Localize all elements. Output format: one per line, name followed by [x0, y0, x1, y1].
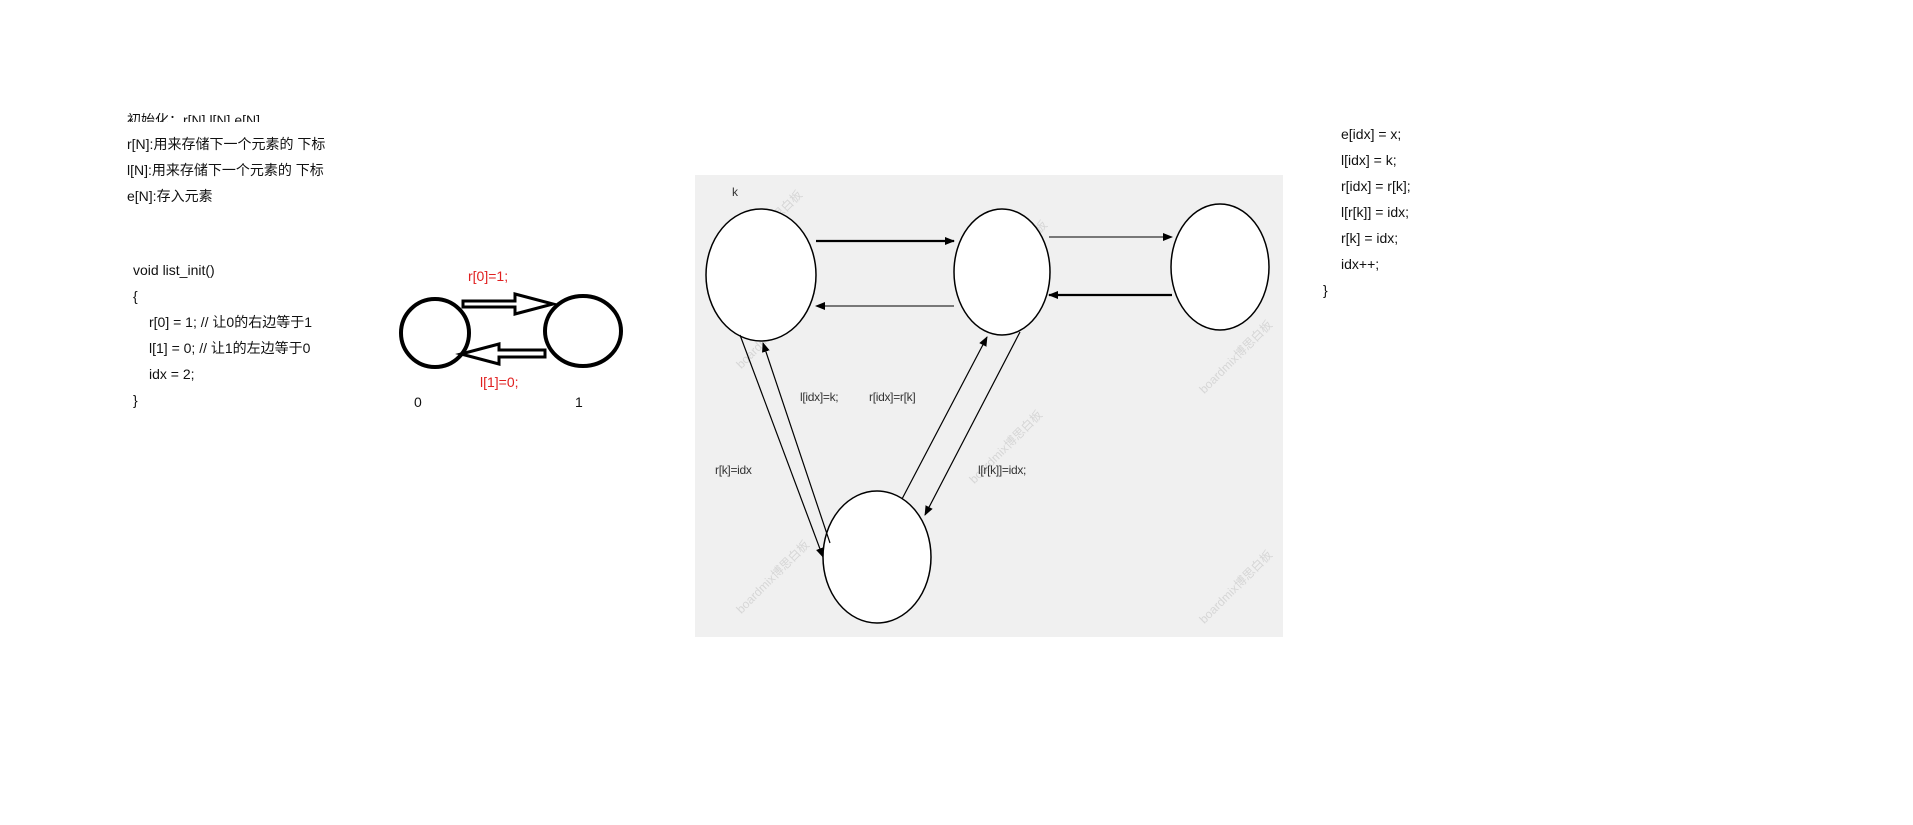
- r0-label: r[0]=1;: [468, 268, 509, 284]
- node-far-circle: [1170, 203, 1270, 331]
- code-insert-idx: idx++;: [1341, 256, 1380, 272]
- node-1-index: 1: [575, 394, 583, 410]
- lrk-label: l[r[k]]=idx;: [978, 463, 1027, 477]
- code-open-brace: {: [133, 288, 138, 304]
- node-idx-circle: [822, 490, 932, 624]
- r-idx-label: r[idx]=r[k]: [869, 390, 916, 404]
- note-e-array: e[N]:存入元素: [127, 188, 213, 204]
- code-close-brace: }: [133, 392, 138, 408]
- node-1-circle: [543, 294, 623, 368]
- rk-label: r[k]=idx: [715, 463, 752, 477]
- note-init-arrays: 初始化：r[N],l[N],e[N]: [127, 112, 261, 122]
- code-insert-rk: r[k] = idx;: [1341, 230, 1399, 246]
- node-rk-circle: [953, 208, 1051, 336]
- insert-diagram: [705, 203, 1270, 624]
- arrow-idx-to-rk: [901, 336, 988, 500]
- node-0-index: 0: [414, 394, 422, 410]
- note-l-array: l[N]:用来存储下一个元素的 下标: [127, 162, 324, 178]
- right-arrow: [461, 292, 559, 316]
- arrow-k-to-idx: [739, 334, 824, 558]
- node-0-circle: [399, 297, 471, 369]
- code-line-r0: r[0] = 1; // 让0的右边等于1: [149, 314, 312, 330]
- node-k-circle: [705, 208, 817, 342]
- l-idx-label: l[idx]=k;: [800, 390, 839, 404]
- code-insert-close: }: [1323, 282, 1328, 298]
- code-signature: void list_init(): [133, 262, 215, 278]
- insert-diagram-panel: boardmix博思白板 boardmix博思白板 boardmix博思白板 b…: [695, 175, 1283, 637]
- code-insert-r: r[idx] = r[k];: [1341, 178, 1411, 194]
- code-insert-lrk: l[r[k]] = idx;: [1341, 204, 1410, 220]
- init-diagram: [399, 292, 623, 369]
- note-r-array: r[N]:用来存储下一个元素的 下标: [127, 136, 326, 152]
- code-line-l1: l[1] = 0; // 让1的左边等于0: [149, 340, 311, 356]
- code-line-idx: idx = 2;: [149, 366, 195, 382]
- k-label: k: [732, 185, 738, 199]
- l1-label: l[1]=0;: [480, 374, 519, 390]
- arrow-rk-to-idx: [924, 331, 1021, 516]
- arrow-idx-to-k: [762, 342, 831, 544]
- left-arrow: [455, 342, 547, 366]
- code-insert-e: e[idx] = x;: [1341, 126, 1402, 142]
- code-insert-l: l[idx] = k;: [1341, 152, 1397, 168]
